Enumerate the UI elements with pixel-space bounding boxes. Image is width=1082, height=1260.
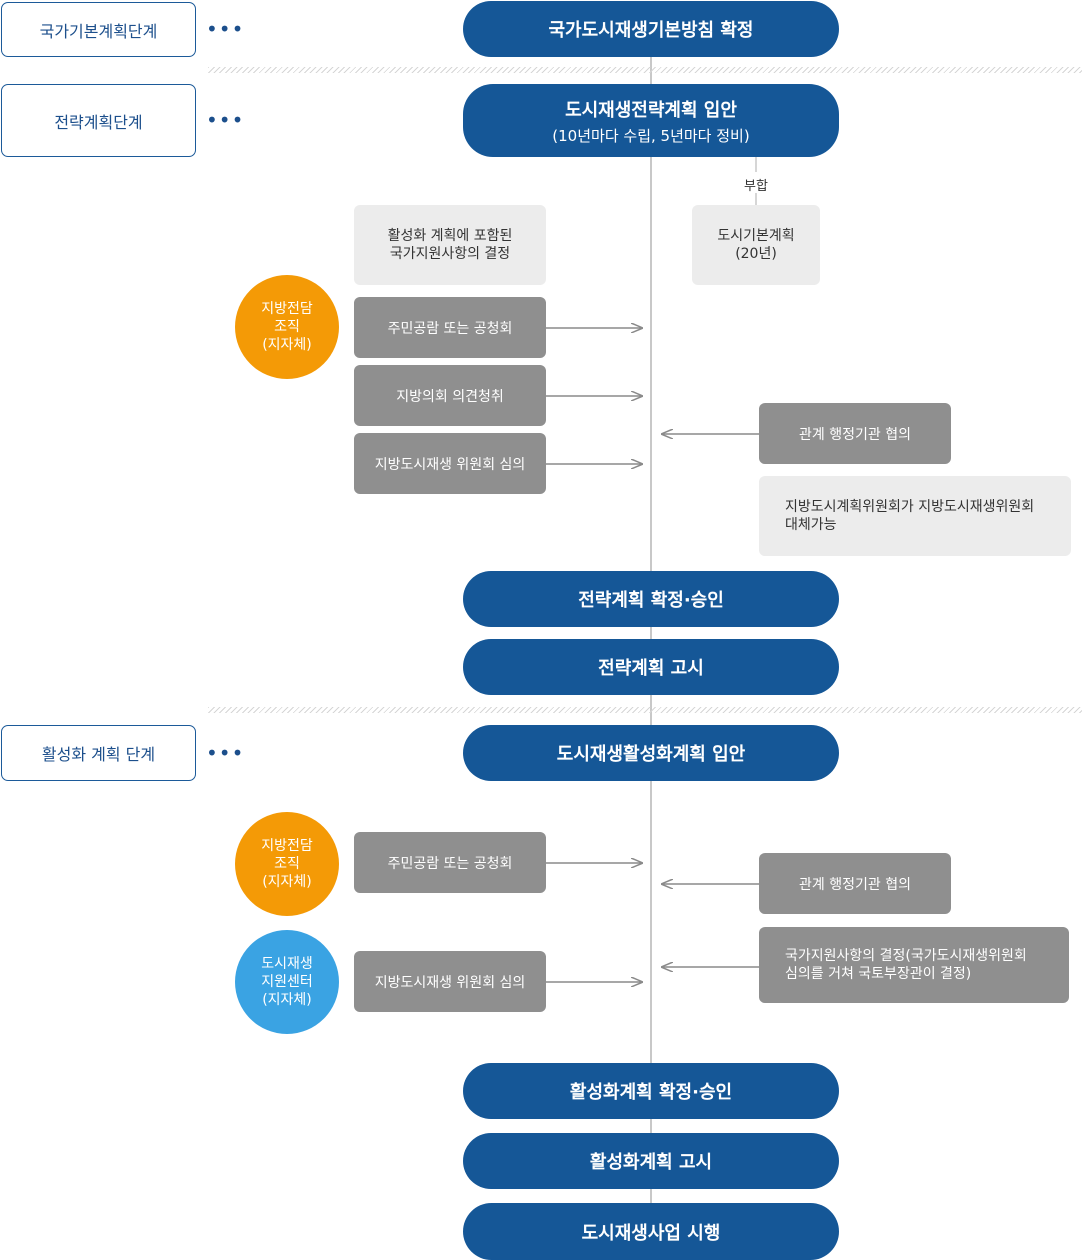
stage-activation: 활성화 계획 단계 [1, 725, 196, 781]
conform-label: 부합 [744, 179, 768, 194]
circle-line: (지자체) [262, 337, 312, 353]
public-hearing-box: 주민공람 또는 공청회 [354, 832, 546, 893]
box-line: 국가지원사항의 결정 [389, 246, 511, 262]
box-line: 도시기본계획 [717, 228, 795, 244]
national-policy-pill: 국가도시재생기본방침 확정 [463, 1, 839, 57]
activation-confirm-pill: 활성화계획 확정·승인 [463, 1063, 839, 1119]
pill-label: 전략계획 확정·승인 [578, 590, 724, 611]
circle-line: (지자체) [262, 992, 312, 1008]
activation-decision-box: 활성화 계획에 포함된 국가지원사항의 결정 [354, 205, 546, 285]
project-execute-pill: 도시재생사업 시행 [463, 1203, 839, 1260]
circle-line: (지자체) [262, 874, 312, 890]
committee-review-box: 지방도시재생 위원회 심의 [354, 433, 546, 494]
circle-line: 조직 [274, 856, 300, 872]
box-line: 심의를 거쳐 국토부장관이 결정) [785, 966, 972, 982]
stage-strategic: 전략계획단계 [1, 84, 196, 157]
circle-line: 지방전담 [261, 838, 313, 854]
strategic-confirm-pill: 전략계획 확정·승인 [463, 571, 839, 627]
city-basic-plan-box: 도시기본계획 (20년) [692, 205, 820, 285]
ellipsis-icon: ••• [206, 108, 245, 132]
support-center-circle: 도시재생 지원센터 (지자체) [235, 930, 339, 1034]
strategic-notice-pill: 전략계획 고시 [463, 639, 839, 695]
separator-1 [208, 67, 1082, 73]
circle-line: 지방전담 [261, 301, 313, 317]
agency-consult-box: 관계 행정기관 협의 [759, 403, 951, 464]
pill-label: 활성화계획 고시 [589, 1152, 713, 1173]
public-hearing-box: 주민공람 또는 공청회 [354, 297, 546, 358]
pill-label: 도시재생활성화계획 입안 [556, 744, 746, 765]
pill-label: 전략계획 고시 [598, 658, 704, 679]
pill-sublabel: (10년마다 수립, 5년마다 정비) [552, 126, 750, 145]
box-line: 대체가능 [785, 517, 837, 533]
box-line: 활성화 계획에 포함된 [387, 228, 513, 244]
ellipsis-icon: ••• [206, 741, 245, 765]
separator-2 [208, 707, 1082, 713]
activation-notice-pill: 활성화계획 고시 [463, 1133, 839, 1189]
agency-consult-box: 관계 행정기관 협의 [759, 853, 951, 914]
local-org-circle: 지방전담 조직 (지자체) [235, 812, 339, 916]
box-line: 지방도시계획위원회가 지방도시재생위원회 [785, 499, 1035, 515]
local-org-circle: 지방전담 조직 (지자체) [235, 275, 339, 379]
council-opinion-box: 지방의회 의견청취 [354, 365, 546, 426]
replace-note-box: 지방도시계획위원회가 지방도시재생위원회 대체가능 [759, 476, 1071, 556]
ellipsis-icon: ••• [206, 17, 245, 41]
box-line: 국가지원사항의 결정(국가도시재생위원회 [785, 948, 1027, 964]
circle-line: 도시재생 [261, 956, 313, 972]
pill-label: 도시재생전략계획 입안 [565, 99, 737, 121]
pill-label: 국가도시재생기본방침 확정 [548, 20, 754, 41]
stage-national: 국가기본계획단계 [1, 2, 196, 57]
pill-label: 활성화계획 확정·승인 [569, 1082, 733, 1103]
national-support-box: 국가지원사항의 결정(국가도시재생위원회 심의를 거쳐 국토부장관이 결정) [759, 927, 1069, 1003]
circle-line: 조직 [274, 319, 300, 335]
activation-draft-pill: 도시재생활성화계획 입안 [463, 725, 839, 781]
strategic-draft-pill: 도시재생전략계획 입안 (10년마다 수립, 5년마다 정비) [463, 84, 839, 157]
box-line: (20년) [735, 246, 777, 262]
pill-label: 도시재생사업 시행 [581, 1222, 721, 1244]
committee-review-box: 지방도시재생 위원회 심의 [354, 951, 546, 1012]
circle-line: 지원센터 [261, 974, 313, 990]
